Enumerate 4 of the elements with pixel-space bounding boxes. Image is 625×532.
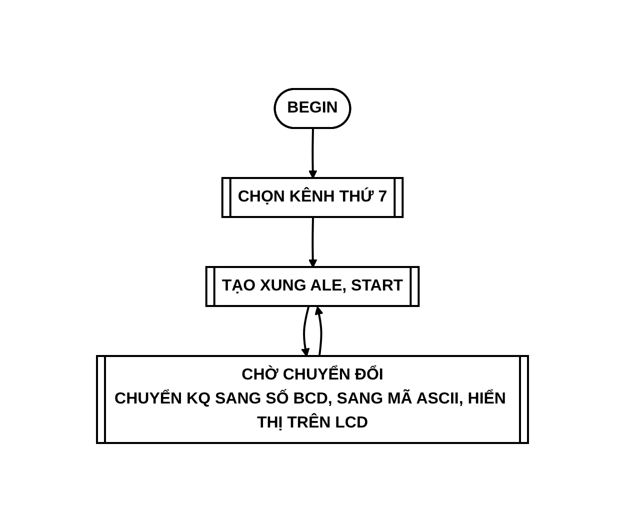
arrow <box>308 217 318 268</box>
arrow <box>301 306 310 357</box>
arrow <box>314 306 324 357</box>
arrow <box>308 128 318 179</box>
